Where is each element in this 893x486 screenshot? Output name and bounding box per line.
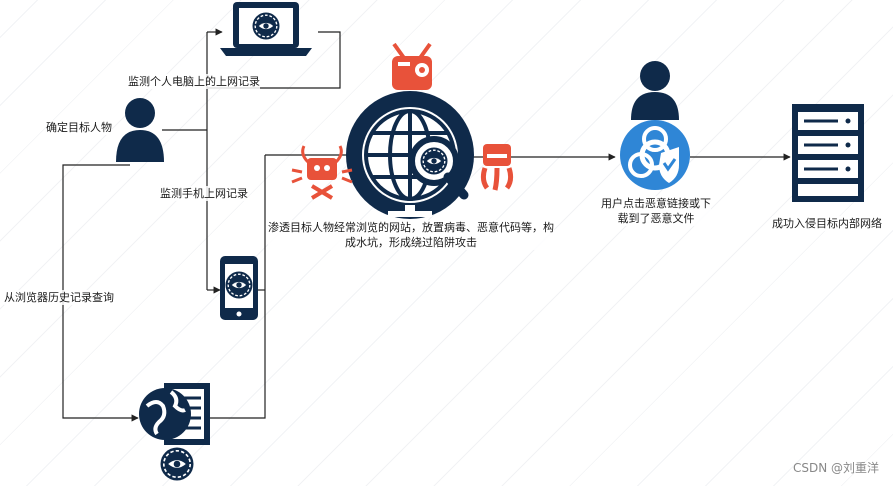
target-person-icon — [116, 98, 164, 162]
watermark: CSDN @刘重洋 — [792, 461, 879, 475]
laptop-icon — [220, 2, 312, 56]
malware-bug-icon — [290, 144, 354, 200]
user-person-icon — [631, 61, 679, 120]
server-icon — [792, 104, 864, 202]
browser-history-label: 从浏览器历史记录查询 — [4, 290, 114, 305]
connector-lines — [62, 28, 791, 422]
target-person-label: 确定目标人物 — [46, 120, 112, 135]
malware-bug-icon — [392, 42, 432, 90]
user-click-label: 用户点击恶意链接或下载到了恶意文件 — [601, 196, 711, 226]
success-label: 成功入侵目标内部网络 — [772, 216, 882, 231]
monitor-phone-label: 监测手机上网记录 — [160, 186, 248, 201]
smartphone-icon — [220, 256, 258, 320]
malware-bug-icon — [480, 144, 514, 191]
monitor-pc-label: 监测个人电脑上的上网记录 — [128, 74, 260, 89]
biohazard-shield-icon — [620, 120, 690, 190]
browser-globe-icon — [139, 383, 210, 482]
globe-magnifier-icon — [346, 91, 474, 219]
infiltrate-site-label: 渗透目标人物经常浏览的网站，放置病毒、恶意代码等，构成水坑，形成绕过陷阱攻击 — [268, 220, 554, 250]
